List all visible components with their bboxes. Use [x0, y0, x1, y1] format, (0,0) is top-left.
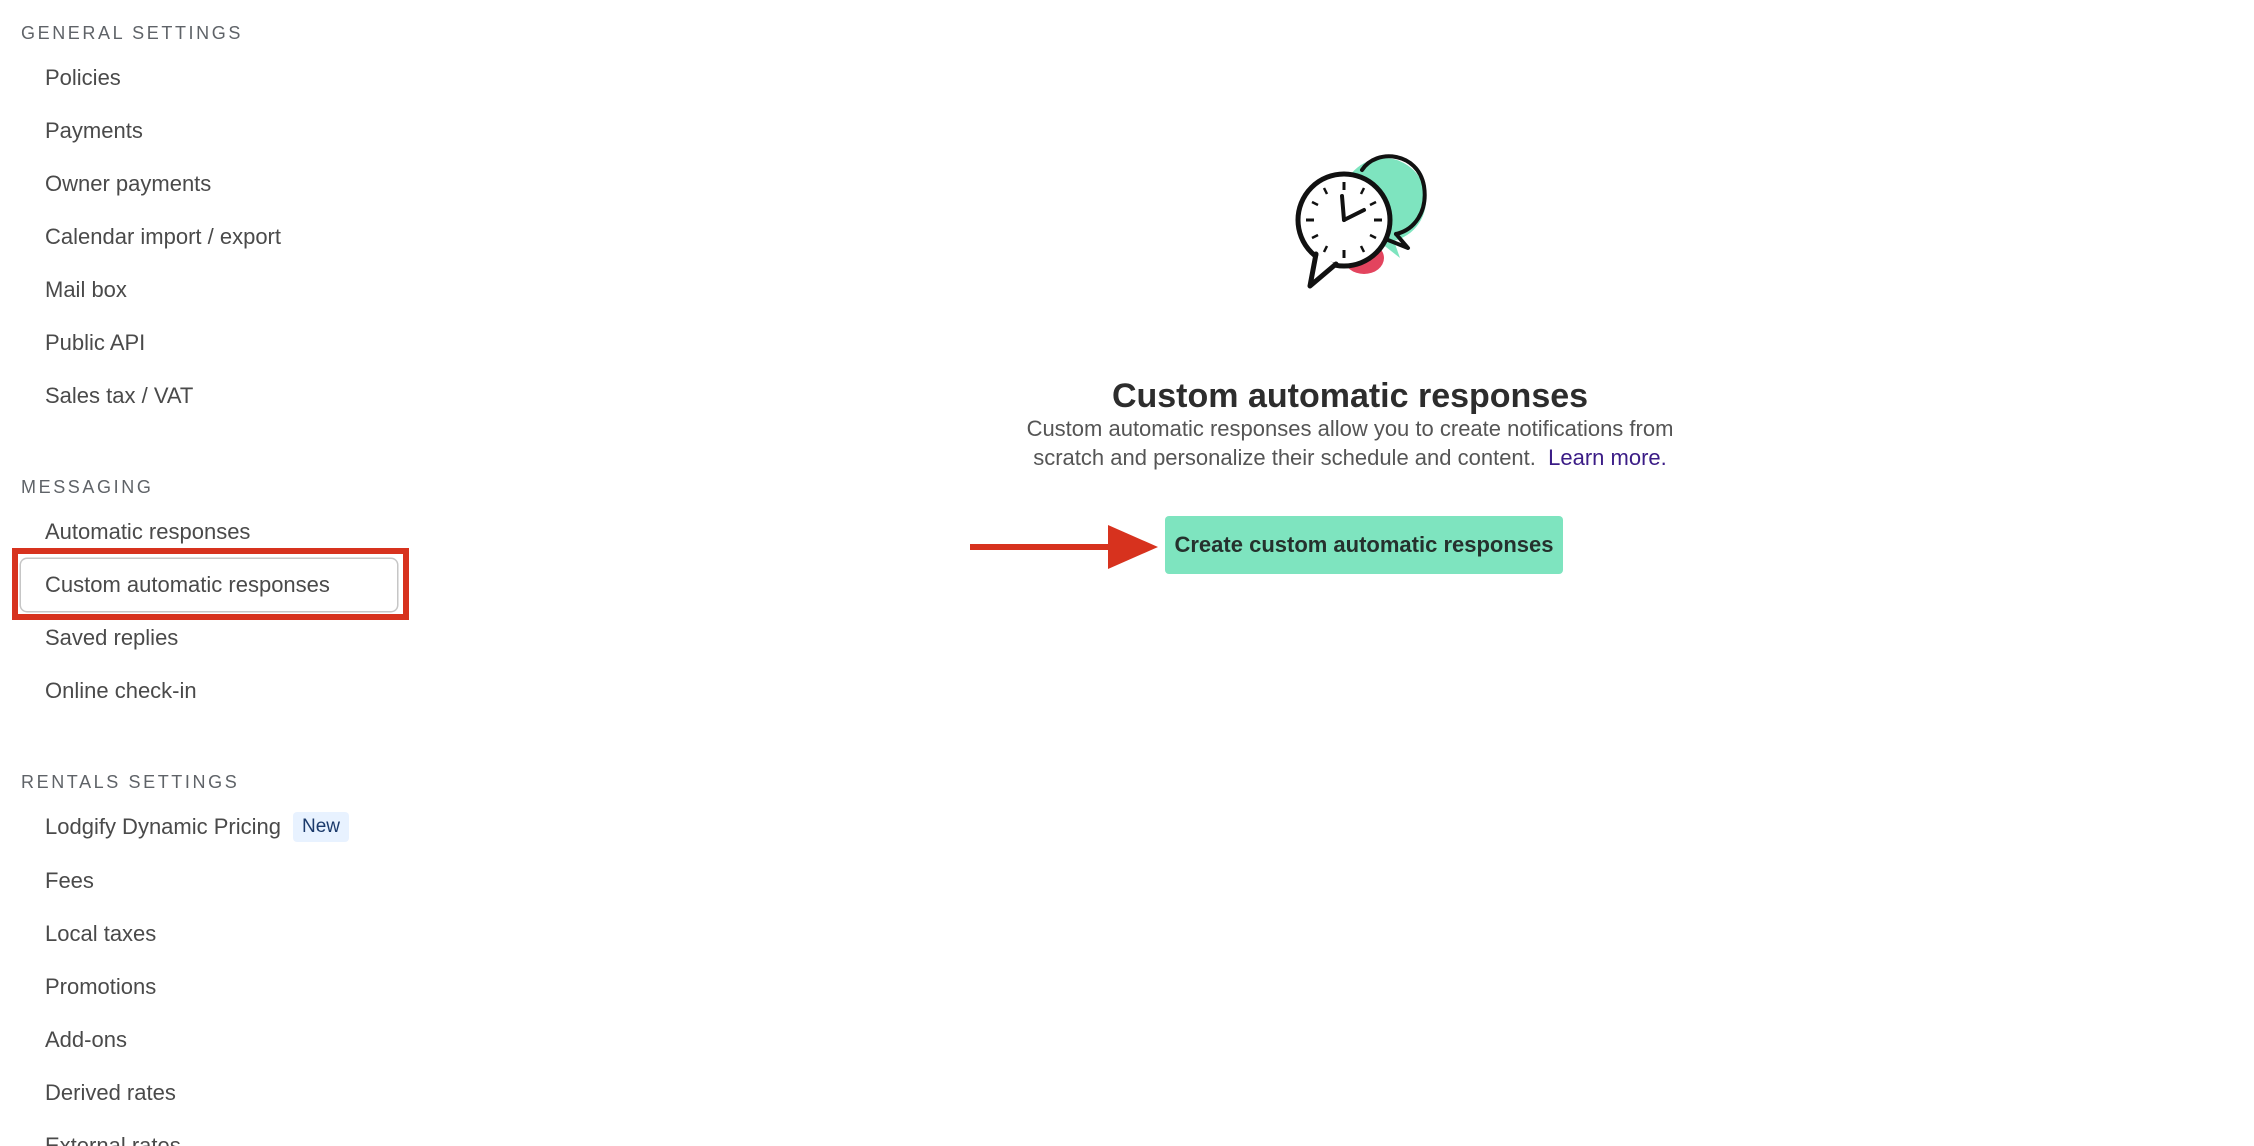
sidebar-item-owner-payments[interactable]: Owner payments — [21, 158, 397, 210]
sidebar-item-label: Public API — [45, 330, 146, 355]
sidebar-item-label: Mail box — [45, 277, 127, 302]
sidebar-item-sales-tax-vat[interactable]: Sales tax / VAT — [21, 370, 397, 422]
description-line-1: Custom automatic responses allow you to … — [1026, 416, 1674, 441]
sidebar-item-label: Owner payments — [45, 171, 212, 196]
description-line-2: scratch and personalize their schedule a… — [420, 443, 2254, 472]
sidebar-item-label: Automatic responses — [45, 519, 251, 544]
messaging-heading: MESSAGING — [21, 477, 154, 497]
sidebar-item-add-ons[interactable]: Add-ons — [21, 1014, 397, 1066]
sidebar-item-label: Promotions — [45, 974, 157, 999]
sidebar-item-promotions[interactable]: Promotions — [21, 961, 397, 1013]
sidebar-item-label: Add-ons — [45, 1027, 127, 1052]
sidebar-item-label: Fees — [45, 868, 94, 893]
page-title: Custom automatic responses — [1111, 376, 1589, 415]
sidebar-item-label: Policies — [45, 65, 121, 90]
sidebar-item-label: Saved replies — [45, 625, 179, 650]
arrow-annotation-icon — [970, 523, 1170, 571]
sidebar-item-local-taxes[interactable]: Local taxes — [21, 908, 397, 960]
sidebar-item-label: Local taxes — [45, 921, 157, 946]
page-description: Custom automatic responses allow you to … — [420, 414, 2254, 472]
sidebar-item-label: External rates — [45, 1133, 181, 1146]
sidebar-item-payments[interactable]: Payments — [21, 105, 397, 157]
sidebar-item-label: Lodgify Dynamic Pricing — [45, 814, 281, 839]
settings-sidebar: GENERAL SETTINGS Policies Payments Owner… — [0, 0, 420, 1146]
sidebar-item-label: Derived rates — [45, 1080, 176, 1105]
learn-more-link[interactable]: Learn more. — [1548, 445, 1667, 470]
sidebar-item-label: Calendar import / export — [45, 224, 281, 249]
sidebar-item-saved-replies[interactable]: Saved replies — [21, 612, 397, 664]
sidebar-item-label: Online check-in — [45, 678, 197, 703]
sidebar-item-label: Custom automatic responses — [45, 572, 330, 597]
main-content: Custom automatic responses Custom automa… — [420, 0, 2254, 1146]
description-line-2-text: scratch and personalize their schedule a… — [1033, 445, 1536, 470]
sidebar-item-public-api[interactable]: Public API — [21, 317, 397, 369]
sidebar-item-label: Sales tax / VAT — [45, 383, 194, 408]
sidebar-item-mail-box[interactable]: Mail box — [21, 264, 397, 316]
sidebar-item-fees[interactable]: Fees — [21, 855, 397, 907]
sidebar-item-policies[interactable]: Policies — [21, 52, 397, 104]
sidebar-item-custom-automatic-responses[interactable]: Custom automatic responses — [21, 559, 397, 611]
sidebar-item-automatic-responses[interactable]: Automatic responses — [21, 506, 397, 558]
rentals-settings-heading: RENTALS SETTINGS — [21, 772, 240, 792]
general-settings-heading: GENERAL SETTINGS — [21, 23, 243, 43]
sidebar-item-derived-rates[interactable]: Derived rates — [21, 1067, 397, 1119]
new-badge: New — [292, 812, 349, 842]
sidebar-item-lodgify-dynamic-pricing[interactable]: Lodgify Dynamic Pricing New — [21, 801, 397, 853]
sidebar-item-label: Payments — [45, 118, 143, 143]
sidebar-item-online-check-in[interactable]: Online check-in — [21, 665, 397, 717]
sidebar-item-external-rates[interactable]: External rates — [21, 1120, 397, 1146]
sidebar-item-calendar-import-export[interactable]: Calendar import / export — [21, 211, 397, 263]
clock-speech-bubble-icon — [1280, 140, 1440, 300]
create-custom-automatic-responses-button[interactable]: Create custom automatic responses — [1165, 516, 1563, 574]
